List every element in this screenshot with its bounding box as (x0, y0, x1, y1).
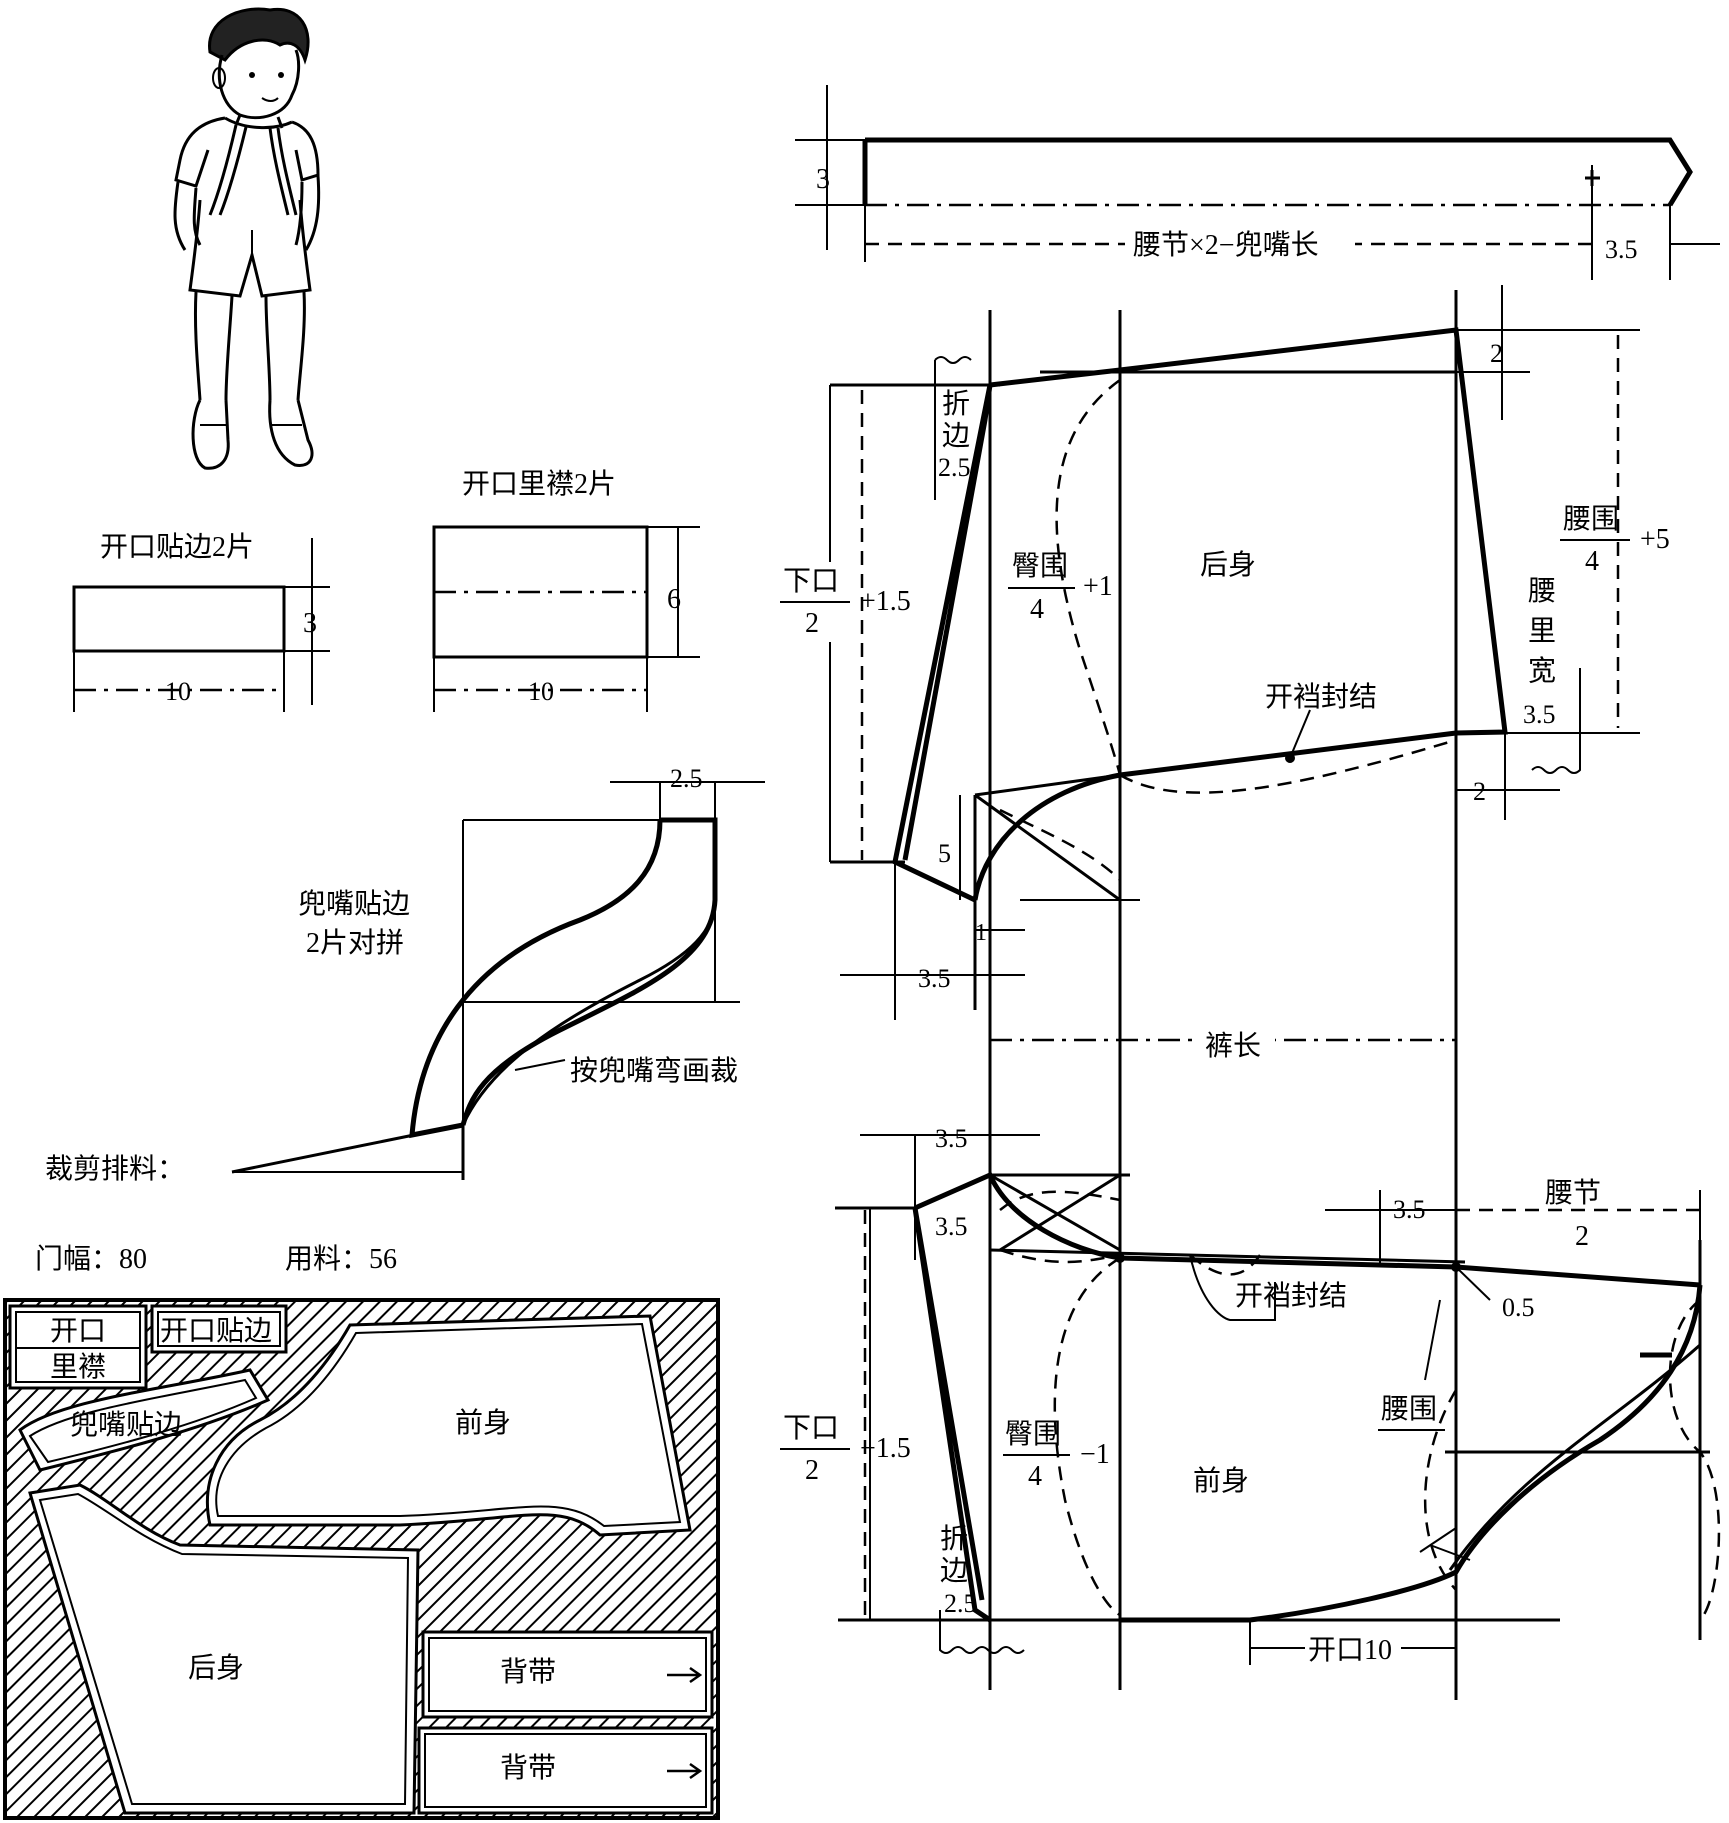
back-fold-1: 折 (942, 388, 970, 420)
layout-opening-lining-1: 开口 (50, 1316, 106, 1347)
bib-cut-note: 按兜嘴弯画裁 (570, 1055, 738, 1087)
front-fold-1: 折 (940, 1523, 968, 1555)
back-crotch-ext: 2 (1473, 777, 1486, 806)
waistband-length: 腰节×2−兜嘴长 (1133, 229, 1319, 261)
back-body-label: 后身 (1200, 549, 1256, 581)
front-waistnode-num: 腰节 (1545, 1177, 1601, 1209)
back-rise-dim: 2 (1490, 339, 1503, 368)
waistband-width: 3 (816, 164, 830, 195)
front-crotch-tack: 开裆封结 (1235, 1280, 1347, 1312)
waistband-tip: 3.5 (1605, 235, 1638, 264)
back-fold-2: 边 (942, 421, 970, 452)
back-waist-add: +5 (1640, 524, 1670, 555)
fabric-usage: 用料：56 (285, 1243, 397, 1275)
fabric-width: 门幅：80 (35, 1243, 147, 1275)
front-hip-num: 臀围 (1005, 1419, 1061, 1450)
back-hem-add: +1.5 (860, 586, 911, 617)
front-fold-2: 边 (940, 1556, 968, 1587)
front-waistnode-den: 2 (1575, 1221, 1589, 1252)
back-hem-num: 下口 (783, 566, 839, 597)
front-hip-add: −1 (1080, 1439, 1110, 1470)
waistband-drawing (795, 85, 1720, 280)
back-waist-lining-3: 宽 (1528, 655, 1556, 687)
back-dim-1: 1 (975, 920, 987, 946)
front-body-label: 前身 (1193, 1465, 1249, 1497)
bib-facing-drawing (231, 781, 765, 1180)
back-hip-den: 4 (1030, 594, 1044, 625)
facing-length-dim: 10 (165, 677, 191, 706)
back-waist-lining-1: 腰 (1528, 576, 1556, 607)
layout-strap-2: 背带 (500, 1752, 556, 1784)
back-waist-num: 腰围 (1563, 504, 1619, 535)
layout-back: 后身 (188, 1652, 244, 1684)
front-opening: 开口10 (1308, 1635, 1392, 1666)
back-dim-35: 3.5 (918, 964, 951, 993)
layout-heading: 裁剪排料： (45, 1153, 185, 1185)
front-hem-add: −1.5 (860, 1433, 911, 1464)
back-hem-den: 2 (805, 608, 819, 639)
back-body-drawing (829, 285, 1640, 1700)
front-top-35: 3.5 (935, 1124, 968, 1153)
back-dim-5: 5 (938, 839, 951, 868)
trouser-length-label: 裤长 (1205, 1030, 1261, 1062)
bib-title-line2: 2片对拼 (306, 927, 404, 959)
facing-title: 开口贴边2片 (100, 531, 254, 563)
cutting-layout (3, 1298, 720, 1820)
facing-width-dim: 3 (303, 608, 317, 639)
back-waist-den: 4 (1585, 546, 1599, 577)
layout-opening-facing: 开口贴边 (160, 1315, 272, 1347)
back-hip-num: 臀围 (1012, 551, 1068, 582)
facing-rect (72, 585, 286, 653)
front-dim-05: 0.5 (1502, 1293, 1535, 1322)
layout-front: 前身 (455, 1407, 511, 1439)
layout-bib-facing: 兜嘴贴边 (70, 1409, 182, 1441)
bib-title-line1: 兜嘴贴边 (298, 888, 410, 920)
layout-strap-1: 背带 (500, 1656, 556, 1688)
child-figure-illustration (173, 7, 321, 470)
lining-length-dim: 10 (528, 677, 554, 706)
back-hip-add: +1 (1083, 571, 1113, 602)
front-fold-val: 2.5 (944, 1589, 977, 1618)
bib-top-dim: 2.5 (670, 764, 703, 793)
back-waist-lining-2: 里 (1528, 616, 1556, 647)
front-hip-den: 4 (1028, 1461, 1042, 1492)
front-waist-label: 腰围 (1381, 1394, 1437, 1425)
front-mid-35: 3.5 (1393, 1195, 1426, 1224)
front-left-35: 3.5 (935, 1212, 968, 1241)
lining-width-dim: 6 (667, 584, 681, 615)
back-waist-lining-val: 3.5 (1523, 700, 1556, 729)
back-fold-val: 2.5 (938, 453, 971, 482)
back-crotch-tack: 开裆封结 (1265, 681, 1377, 713)
front-hem-den: 2 (805, 1455, 819, 1486)
front-hem-num: 下口 (783, 1413, 839, 1444)
layout-opening-lining-2: 里襟 (50, 1351, 106, 1383)
lining-title: 开口里襟2片 (462, 468, 616, 500)
